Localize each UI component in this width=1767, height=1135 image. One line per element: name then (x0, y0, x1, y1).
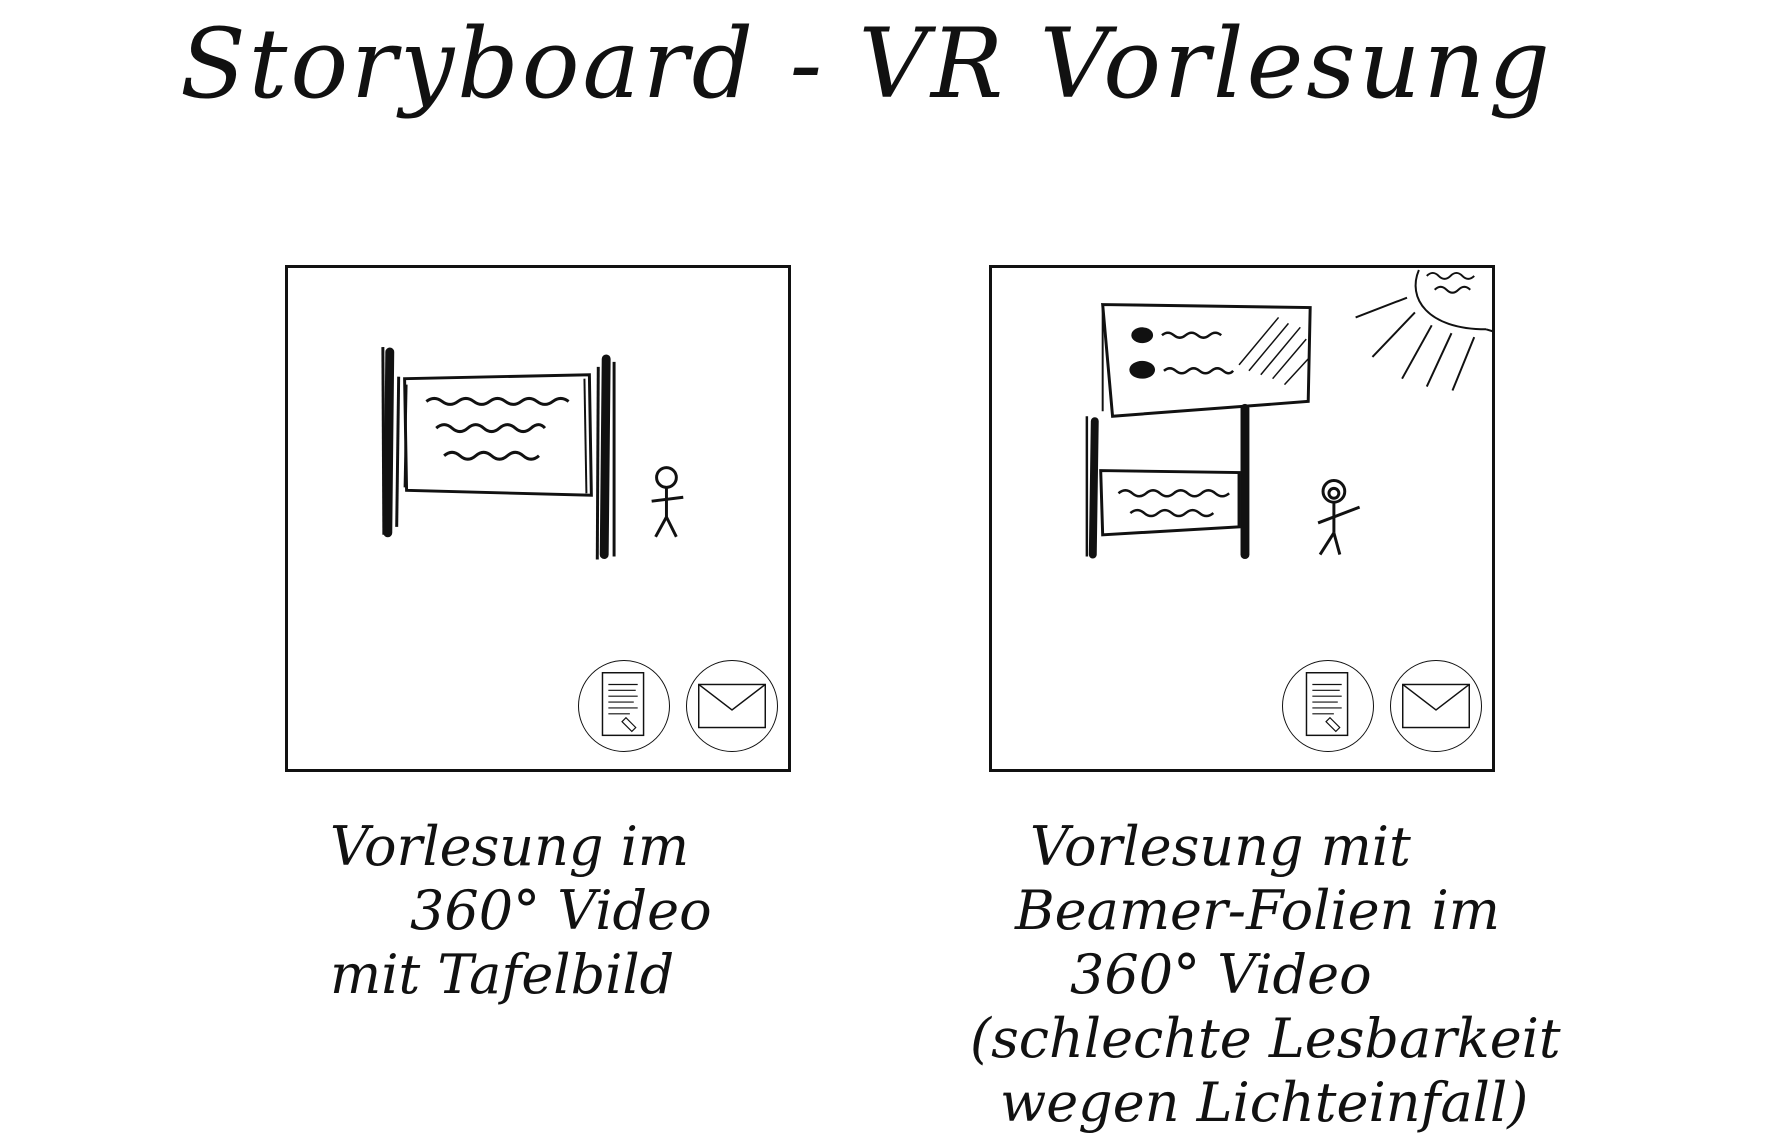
panel-2-caption: Vorlesung mit Beamer-Folien im 360° Vide… (970, 815, 1561, 1135)
chalkboard (403, 373, 593, 497)
chalkboard (1099, 469, 1241, 537)
notes-button[interactable] (578, 660, 670, 752)
caption-line: 360° Video (410, 879, 712, 942)
slide-text-2 (1163, 367, 1235, 375)
caption-line: (schlechte Lesbarkeit (970, 1007, 1561, 1070)
board-stand-left (383, 347, 395, 538)
storyboard-title: Storyboard - VR Vorlesung (180, 8, 1553, 120)
sun-icon (1355, 269, 1492, 391)
slide-bullet-1 (1131, 327, 1154, 344)
chalkboard-scene (381, 347, 684, 560)
projector-scene (1085, 269, 1492, 560)
board-text-line-3 (443, 450, 540, 461)
storyboard-frame-1 (285, 265, 791, 772)
projection-screen (1101, 303, 1312, 418)
board-text-line-2 (435, 423, 547, 434)
mail-button[interactable] (1390, 660, 1482, 752)
notes-icon (1305, 672, 1349, 737)
caption-line: Vorlesung im (330, 815, 690, 878)
lecturer-figure (651, 466, 684, 538)
slide-text-1 (1161, 331, 1223, 339)
board-stand-right (599, 354, 611, 560)
caption-line: mit Tafelbild (330, 943, 675, 1006)
board-stand-left (1088, 417, 1099, 559)
caption-line: Beamer-Folien im (1015, 879, 1500, 942)
light-glare (1238, 316, 1309, 386)
slide-bullet-2 (1129, 360, 1156, 379)
notes-icon (601, 672, 645, 737)
panel-1-caption: Vorlesung im 360° Video mit Tafelbild (330, 815, 712, 1007)
notes-button[interactable] (1282, 660, 1374, 752)
caption-line: 360° Video (1070, 943, 1372, 1006)
caption-line: Vorlesung mit (1030, 815, 1411, 878)
mail-button[interactable] (686, 660, 778, 752)
lecturer-figure (1317, 478, 1361, 556)
board-text-line-1 (425, 396, 570, 406)
mail-icon (698, 683, 766, 729)
mail-icon (1402, 683, 1470, 729)
storyboard-frame-2 (989, 265, 1495, 772)
caption-line: wegen Lichteinfall) (1000, 1071, 1529, 1134)
